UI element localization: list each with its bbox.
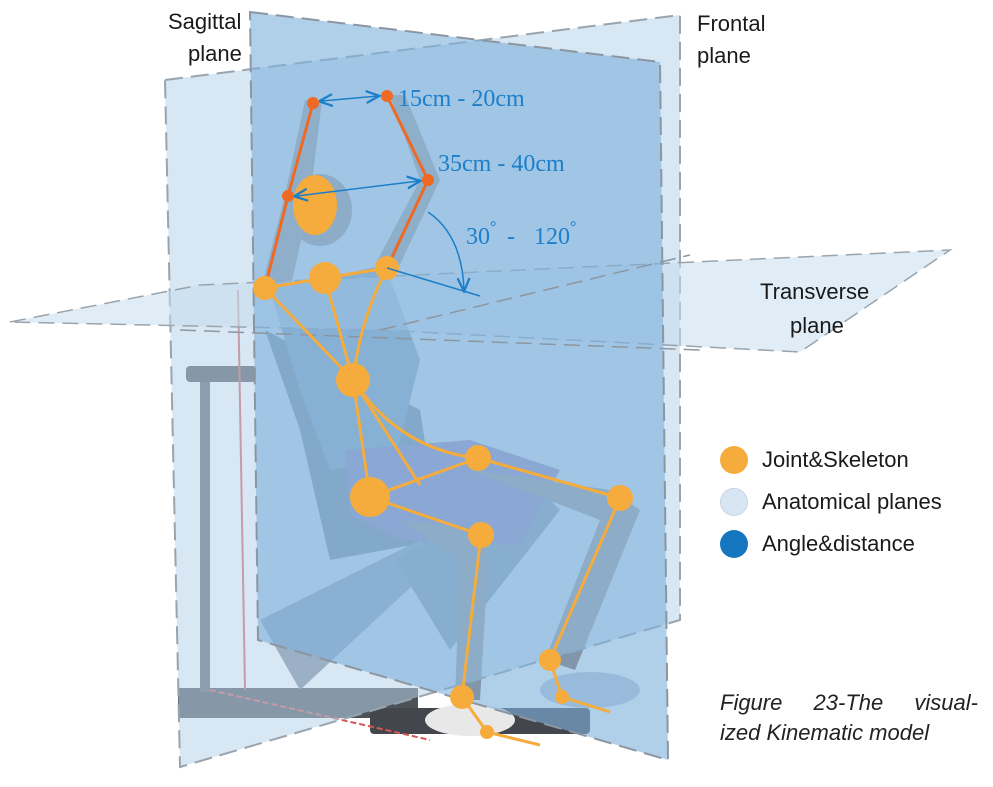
angle-separator: - [501,224,521,250]
angle-min: 30 [466,224,490,250]
frontal-plane-label-1: Frontal [697,10,765,38]
legend-swatch-joint [720,446,748,474]
right-elbow-joint [422,174,434,186]
transverse-plane-label-2: plane [790,312,844,340]
frontal-plane-label-2: plane [697,42,751,70]
right-knee-joint [607,485,633,511]
transverse-plane-label-1: Transverse [760,278,869,306]
caption-line-2: ized Kinematic model [720,718,978,748]
legend-item-anatomical-planes: Anatomical planes [720,485,942,519]
left-hand-joint [307,97,319,109]
angle-min-degree: ° [490,219,496,236]
left-elbow-joint [282,190,294,202]
legend-item-joint-skeleton: Joint&Skeleton [720,443,909,477]
right-hand-joint [381,90,393,102]
frontal-plane [250,12,668,760]
right-ankle-joint [539,649,561,671]
legend-swatch-angle [720,530,748,558]
elbow-distance-label: 35cm - 40cm [438,151,565,177]
right-hip-joint [465,445,491,471]
head-joint [293,175,337,235]
figure-caption: Figure 23-The visual- ized Kinematic mod… [720,688,978,748]
left-knee-joint [468,522,494,548]
left-shoulder-joint [253,276,277,300]
hand-distance-label: 15cm - 20cm [398,86,525,112]
legend-item-angle-distance: Angle&distance [720,527,915,561]
legend-label: Angle&distance [762,531,915,557]
chest-joint [336,363,370,397]
legend-label: Joint&Skeleton [762,447,909,473]
angle-max-degree: ° [570,219,576,236]
left-toe-joint [480,725,494,739]
right-toe-joint [555,690,569,704]
left-ankle-joint [450,685,474,709]
neck-joint [309,262,341,294]
pelvis-joint [350,477,390,517]
angle-max: 120 [534,224,570,250]
sagittal-plane-label-1: Sagittal [168,8,241,36]
legend-label: Anatomical planes [762,489,942,515]
caption-line-1: Figure 23-The visual- [720,688,978,718]
legend-swatch-planes [720,488,748,516]
sagittal-plane-label-2: plane [188,40,242,68]
